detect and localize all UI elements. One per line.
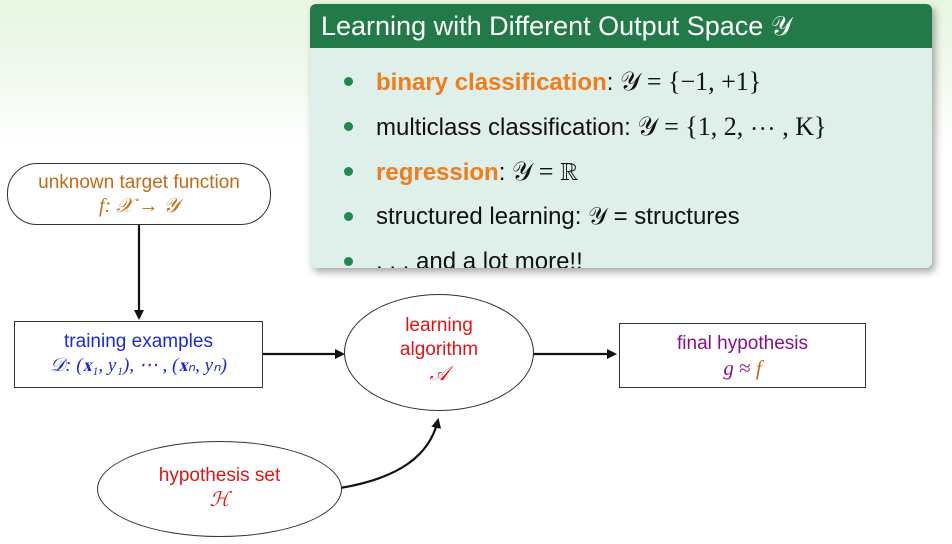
final-hypothesis-node: final hypothesis g ≈ f	[619, 323, 866, 388]
target-function-node: unknown target function f: 𝒳 → 𝒴	[7, 163, 271, 225]
bullet-item: binary classification: 𝒴 = {−1, +1}	[344, 60, 932, 105]
learning-algorithm-label-line1: learning	[405, 315, 473, 336]
bullet-math: 𝒴 = ℝ	[505, 157, 579, 186]
bullet-math: 𝒴 = {−1, +1}	[613, 67, 762, 96]
bullet-icon	[344, 77, 353, 86]
hypothesis-set-formula: ℋ	[209, 489, 230, 511]
bullet-icon	[344, 212, 353, 221]
target-function-label: unknown target function	[38, 172, 240, 193]
bullet-item: . . . and a lot more!!	[344, 240, 932, 268]
training-examples-node: training examples 𝒟: (𝐱₁, y₁), ⋯ , (𝐱ₙ, …	[14, 321, 263, 388]
learning-algorithm-node: learning algorithm 𝒜	[344, 294, 534, 411]
bullet-text: :	[606, 69, 614, 96]
bullet-text: multiclass classification:	[376, 114, 631, 141]
final-hypothesis-approx: ≈	[733, 356, 756, 380]
bullet-highlight: regression	[376, 159, 499, 186]
bullet-math: 𝒴 = structures	[581, 203, 740, 230]
bullet-item: structured learning: 𝒴 = structures	[344, 195, 932, 240]
training-examples-formula: 𝒟: (𝐱₁, y₁), ⋯ , (𝐱ₙ, yₙ)	[49, 355, 228, 376]
block-title: Learning with Different Output Space 𝒴	[310, 4, 932, 48]
bullet-math: 𝒴 = {1, 2, ⋯ , K}	[630, 112, 827, 141]
bullet-icon	[344, 122, 353, 131]
final-hypothesis-label: final hypothesis	[677, 333, 808, 354]
target-function-formula: f: 𝒳 → 𝒴	[98, 195, 180, 217]
bullet-text: structured learning:	[376, 203, 582, 230]
bullet-highlight: binary classification	[376, 69, 607, 96]
final-hypothesis-f: f	[755, 356, 762, 380]
output-space-block: Learning with Different Output Space 𝒴 b…	[310, 4, 932, 268]
training-examples-label: training examples	[64, 331, 213, 352]
hypothesis-set-node: hypothesis set ℋ	[97, 441, 342, 537]
learning-algorithm-formula: 𝒜	[429, 363, 449, 385]
bullet-icon	[344, 257, 353, 266]
learning-algorithm-label-line2: algorithm	[399, 339, 479, 360]
bullet-text: :	[498, 159, 506, 186]
bullet-item: regression: 𝒴 = ℝ	[344, 150, 932, 195]
final-hypothesis-formula: g ≈ f	[620, 355, 865, 381]
final-hypothesis-g: g	[723, 356, 734, 380]
arrow-hypothesis-to-algorithm	[339, 418, 442, 490]
bullet-item: multiclass classification: 𝒴 = {1, 2, ⋯ …	[344, 105, 932, 150]
hypothesis-set-label: hypothesis set	[158, 465, 281, 486]
bullet-icon	[344, 167, 353, 176]
bullet-list: binary classification: 𝒴 = {−1, +1} mult…	[310, 48, 932, 268]
bullet-text: . . . and a lot more!!	[376, 248, 583, 268]
